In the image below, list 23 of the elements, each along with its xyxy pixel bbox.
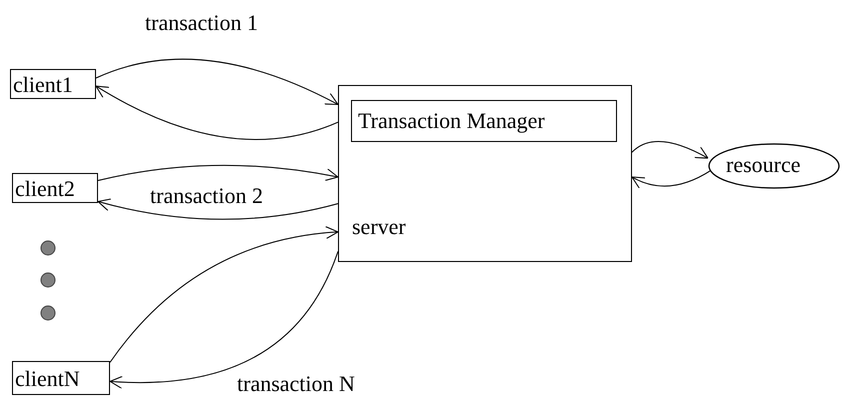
- arrow: [110, 226, 338, 363]
- arrow: [98, 164, 338, 182]
- client-box: [12, 361, 110, 395]
- client-box: [10, 69, 96, 99]
- arrow: [632, 141, 708, 159]
- node-label: client1: [13, 74, 73, 96]
- transaction-label: transaction 2: [150, 183, 264, 209]
- arrow: [96, 58, 338, 105]
- arrow: [110, 250, 338, 388]
- server-box: [338, 85, 632, 262]
- client-box: [12, 173, 98, 203]
- node-label: client2: [15, 178, 75, 200]
- arrow: [98, 198, 338, 220]
- arrow: [96, 86, 338, 140]
- transaction-label: transaction 1: [145, 10, 258, 36]
- node-label: clientN: [15, 368, 80, 390]
- node-label: Transaction Manager: [358, 110, 545, 132]
- node-label: resource: [726, 154, 801, 176]
- resource-ellipse: [708, 143, 840, 189]
- node-label: server: [352, 216, 406, 238]
- transaction-manager-box: [351, 100, 617, 142]
- transaction-label: transaction N: [237, 371, 355, 397]
- arrow: [632, 170, 712, 188]
